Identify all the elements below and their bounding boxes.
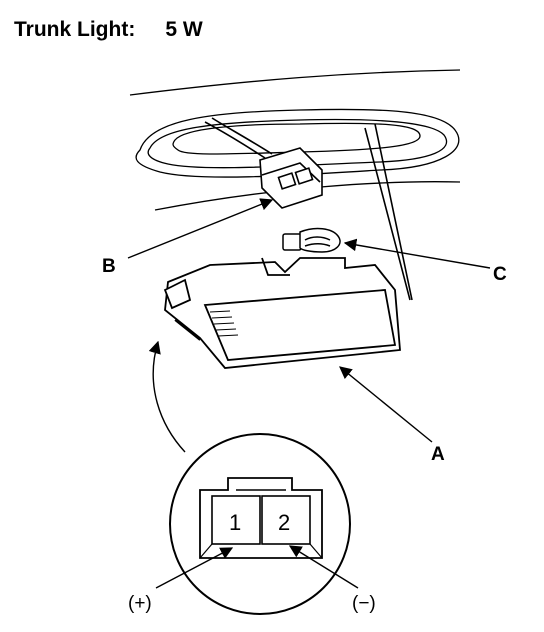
wire-harness: [204, 117, 413, 301]
bulb-c: [282, 227, 341, 253]
pin-2-label: 2: [278, 510, 290, 535]
negative-terminal-label: (−): [352, 593, 376, 614]
pin-1-label: 1: [229, 510, 241, 535]
light-assembly-a: [163, 257, 401, 369]
connector-b: [259, 147, 323, 209]
trunk-lid-panel: [129, 69, 461, 211]
connector-face-detail: [169, 433, 351, 615]
callout-c-label: C: [493, 264, 507, 285]
positive-terminal-label: (+): [128, 593, 152, 614]
callout-a-label: A: [431, 444, 445, 465]
polarity-leaders: [155, 545, 359, 589]
page-title: Trunk Light: 5 W: [14, 18, 203, 42]
pin-1-cavity: [211, 495, 261, 545]
title-name: Trunk Light:: [14, 18, 136, 41]
title-wattage: 5 W: [165, 18, 203, 41]
callout-b-label: B: [102, 256, 116, 277]
callout-leaders: [127, 198, 491, 453]
pin-2-cavity: [261, 495, 311, 545]
